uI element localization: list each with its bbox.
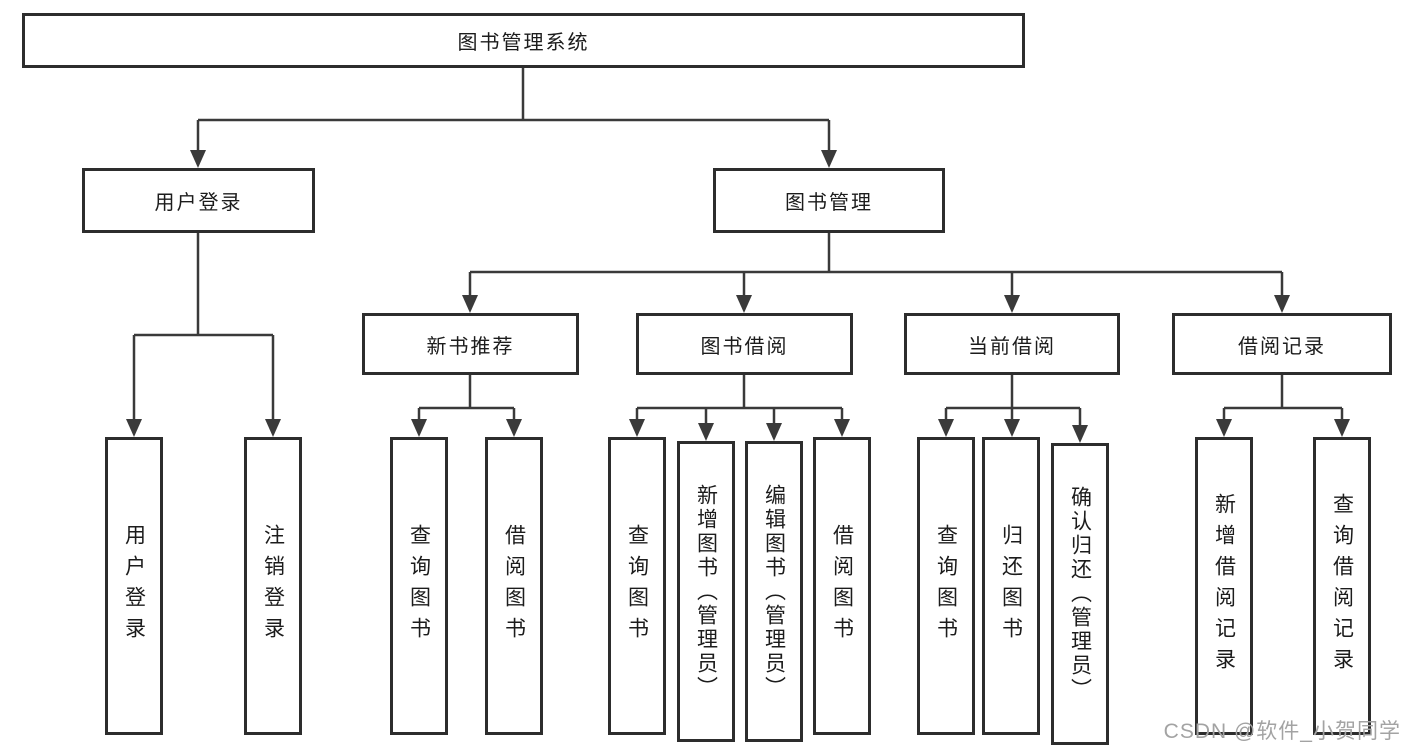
leaf-borrow-books-recommend: 借阅图书 <box>485 437 543 735</box>
node-user-login: 用户登录 <box>82 168 315 233</box>
leaf-add-borrow-record: 新增借阅记录 <box>1195 437 1253 735</box>
node-new-book-recommend: 新书推荐 <box>362 313 579 375</box>
leaf-query-books-recommend: 查询图书 <box>390 437 448 735</box>
leaf-query-books-borrow: 查询图书 <box>608 437 666 735</box>
node-borrow-records: 借阅记录 <box>1172 313 1392 375</box>
leaf-query-borrow-record: 查询借阅记录 <box>1313 437 1371 735</box>
csdn-watermark: CSDN @软件_小贺同学 <box>1163 720 1401 743</box>
leaf-logout: 注销登录 <box>244 437 302 735</box>
leaf-confirm-return-admin: 确认归还（管理员） <box>1051 443 1109 745</box>
node-root-system: 图书管理系统 <box>22 13 1025 68</box>
leaf-query-books-current: 查询图书 <box>917 437 975 735</box>
leaf-edit-books-admin: 编辑图书（管理员） <box>745 441 803 742</box>
leaf-borrow-books: 借阅图书 <box>813 437 871 735</box>
leaf-add-books-admin: 新增图书（管理员） <box>677 441 735 742</box>
leaf-return-books: 归还图书 <box>982 437 1040 735</box>
node-book-management: 图书管理 <box>713 168 945 233</box>
node-current-borrow: 当前借阅 <box>904 313 1120 375</box>
node-book-borrow: 图书借阅 <box>636 313 853 375</box>
leaf-user-login: 用户登录 <box>105 437 163 735</box>
